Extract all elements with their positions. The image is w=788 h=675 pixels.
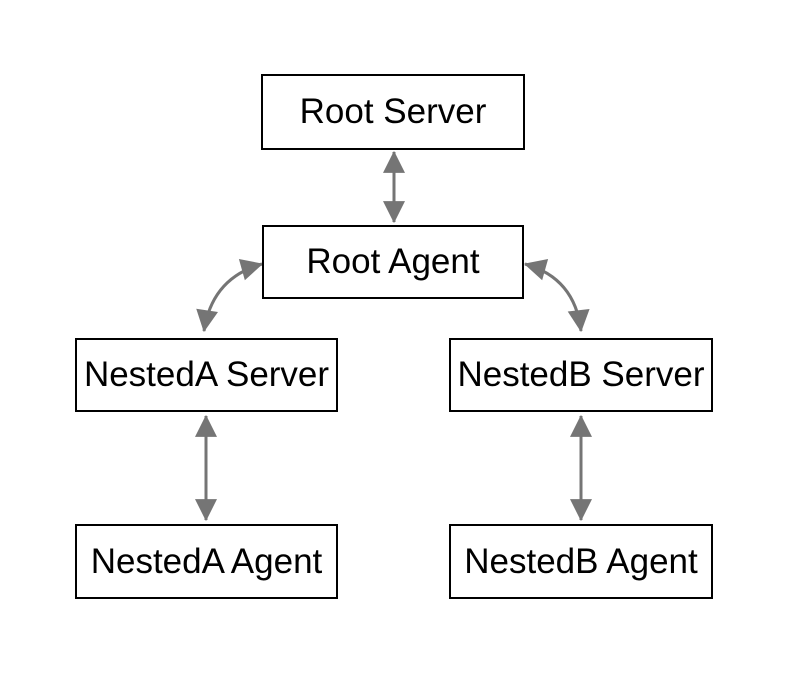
node-root-server-label: Root Server [299, 92, 487, 131]
node-root-agent-label: Root Agent [306, 242, 480, 281]
node-root-agent: Root Agent [262, 225, 524, 299]
node-nesteda-server: NestedA Server [75, 338, 338, 412]
node-nestedb-agent: NestedB Agent [449, 524, 713, 599]
node-nesteda-agent-label: NestedA Agent [90, 541, 323, 581]
node-nestedb-server: NestedB Server [449, 338, 713, 412]
node-nesteda-server-label: NestedA Server [83, 355, 330, 394]
node-nestedb-server-label: NestedB Server [457, 355, 705, 394]
node-nesteda-agent: NestedA Agent [75, 524, 338, 599]
node-root-server: Root Server [261, 74, 525, 150]
edge-root-agent-nesteda-server [196, 259, 264, 333]
edge-root-agent-nestedb-server [523, 259, 590, 333]
node-nestedb-agent-label: NestedB Agent [464, 541, 698, 581]
